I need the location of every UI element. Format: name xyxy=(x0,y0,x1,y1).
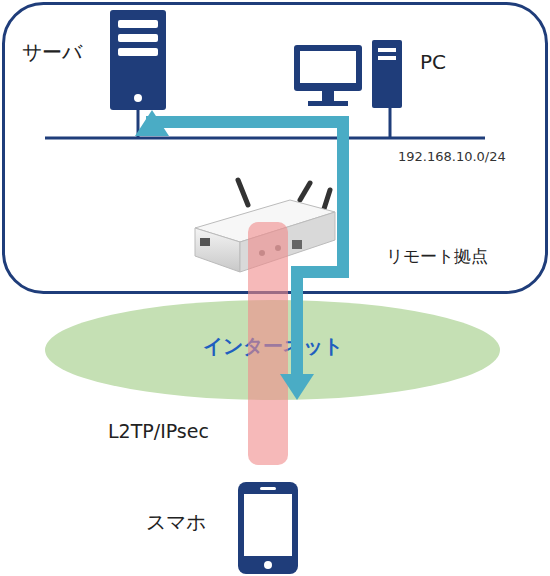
node-label: サーバ xyxy=(22,40,82,64)
arrow-head xyxy=(135,110,169,136)
pc-monitor xyxy=(294,45,362,91)
server-body xyxy=(110,10,166,110)
pc-tower xyxy=(372,40,402,108)
phone-speaker xyxy=(260,487,276,490)
pc-icon: PC xyxy=(294,40,402,108)
server-icon: サーバ xyxy=(106,10,170,110)
lan-line xyxy=(45,137,485,140)
l2tp-tunnel xyxy=(248,222,288,465)
router-port xyxy=(292,240,302,249)
router-antenna xyxy=(300,183,310,200)
pc-stand xyxy=(322,91,334,101)
server-slot xyxy=(118,34,158,42)
pc-screen xyxy=(300,51,356,83)
lan-drop xyxy=(389,108,392,138)
arrow-line xyxy=(152,122,343,376)
path-arrow xyxy=(135,110,343,400)
arrow-head xyxy=(280,374,314,400)
node-outline xyxy=(294,40,402,108)
node-label: リモート拠点 xyxy=(386,246,488,266)
pc-slot xyxy=(378,56,396,60)
router-port xyxy=(200,238,210,246)
pc-slot xyxy=(378,48,396,52)
node-label: スマホ xyxy=(146,510,206,534)
subnet-label: 192.168.10.0/24 xyxy=(398,149,506,165)
phone-button xyxy=(264,561,272,569)
smartphone-icon: スマホ xyxy=(238,482,298,574)
node-label: PC xyxy=(420,50,446,74)
server-slot xyxy=(118,20,158,28)
node-outline xyxy=(106,10,170,110)
node-outline xyxy=(238,482,298,574)
protocol-label: L2TP/IPsec xyxy=(108,420,209,443)
phone-body xyxy=(238,482,298,574)
server-slot xyxy=(118,48,158,56)
server-light xyxy=(134,94,142,102)
router-antenna xyxy=(238,180,248,205)
pc-base xyxy=(308,101,348,106)
phone-screen xyxy=(244,494,292,556)
router-front xyxy=(195,228,240,272)
